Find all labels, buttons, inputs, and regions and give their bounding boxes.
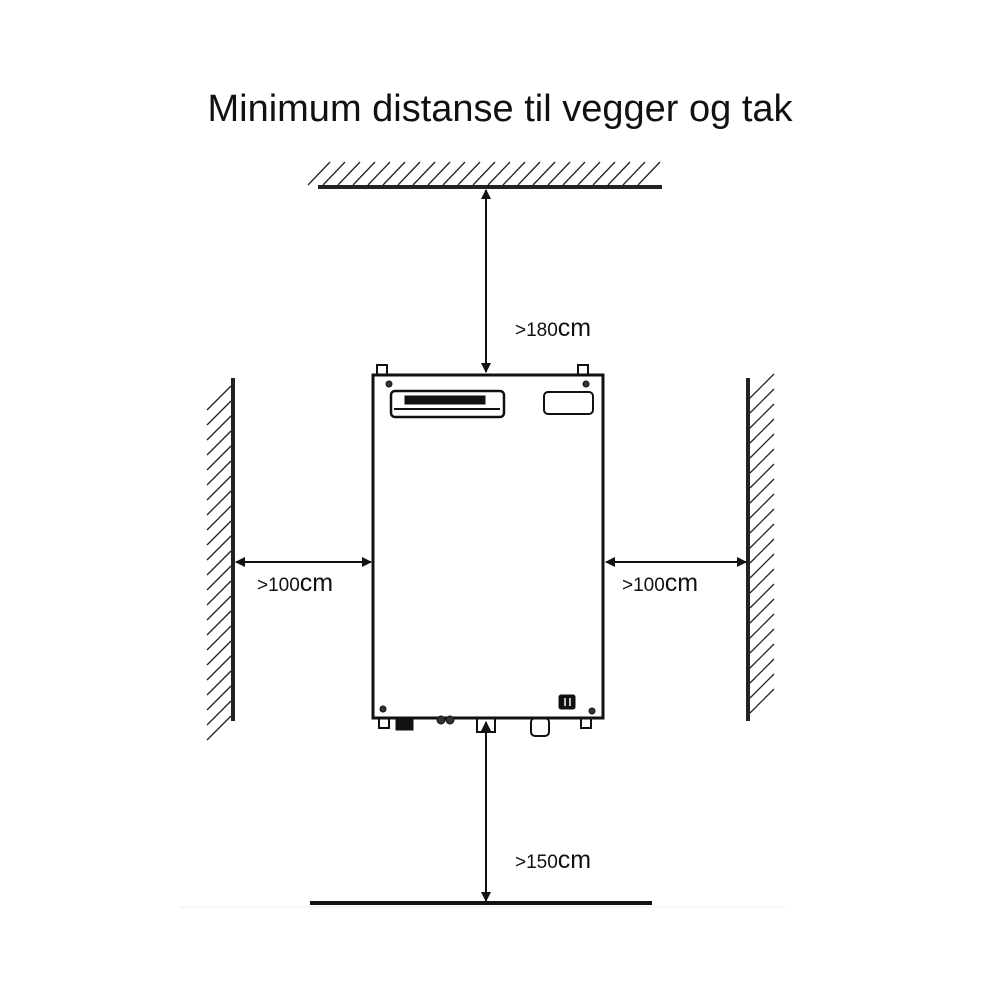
top-clearance-unit: cm xyxy=(557,314,592,342)
bottom-clearance-label: >150cm xyxy=(515,846,591,875)
diagram-title: Minimum distanse til vegger og tak xyxy=(207,88,793,130)
handle xyxy=(389,389,506,419)
bottom-clearance-unit: cm xyxy=(557,846,592,874)
display-window xyxy=(543,391,594,415)
top-clearance-value: >180 xyxy=(515,320,558,341)
left-clearance-value: >100 xyxy=(257,575,300,596)
ceiling xyxy=(307,161,662,189)
top-clearance-label: >180cm xyxy=(515,314,591,343)
right-clearance-unit: cm xyxy=(664,569,699,597)
right-clearance-value: >100 xyxy=(622,575,665,596)
heat-pump-unit xyxy=(371,364,605,737)
right-clearance-label: >100cm xyxy=(622,569,698,598)
left-wall xyxy=(206,378,235,741)
bottom-clearance-value: >150 xyxy=(515,852,558,873)
right-wall xyxy=(746,373,775,721)
left-clearance-unit: cm xyxy=(299,569,334,597)
switch xyxy=(558,694,576,710)
left-clearance-label: >100cm xyxy=(257,569,333,598)
